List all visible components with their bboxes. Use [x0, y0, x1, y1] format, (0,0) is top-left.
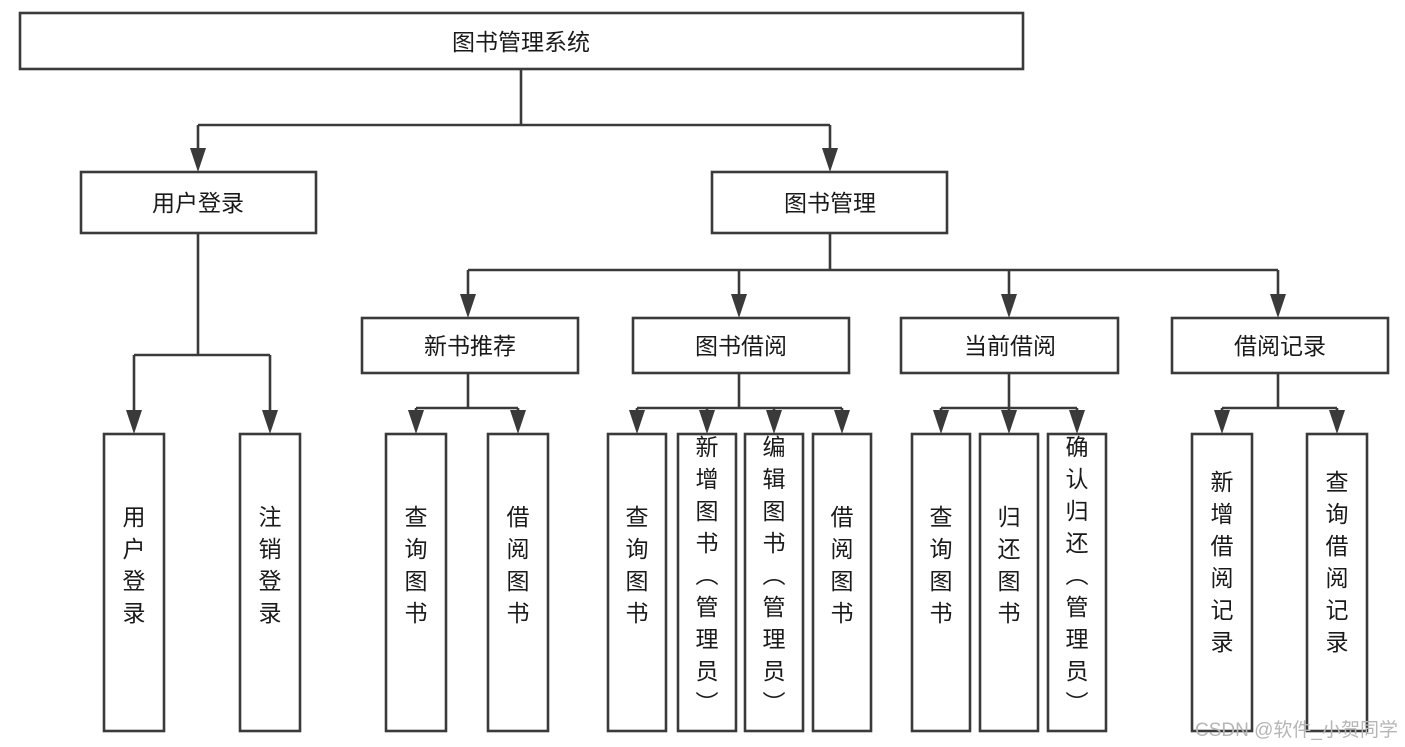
arrow-head-leaf-return-book: [1001, 410, 1017, 434]
arrow-head-book-manage: [822, 148, 838, 172]
node-book-manage[interactable]: 图书管理: [710, 170, 949, 235]
arrow-head-leaf-add-book: [699, 410, 715, 434]
leaf-node-query-book-1[interactable]: 查询图书: [384, 432, 448, 733]
leaf-user-login-label: 用户登录: [123, 504, 146, 626]
leaf-add-book-box[interactable]: [676, 432, 738, 733]
leaf-return-book-box[interactable]: [978, 432, 1040, 733]
leaf-query-book-2-label: 查询图书: [626, 504, 649, 626]
leaf-add-record-label: 新增借阅记录: [1211, 469, 1234, 655]
node-current-borrow-label: 当前借阅: [964, 333, 1056, 359]
node-current-borrow[interactable]: 当前借阅: [899, 316, 1120, 375]
node-new-book-recommend-box[interactable]: [360, 316, 580, 375]
watermark-label: CSDN @软件_小贺同学: [1195, 719, 1398, 741]
node-user-login[interactable]: 用户登录: [79, 170, 318, 235]
node-borrow-record-box[interactable]: [1170, 316, 1390, 375]
node-user-login-box[interactable]: [79, 170, 318, 235]
node-book-borrow-label: 图书借阅: [695, 333, 787, 359]
leaf-add-book-label: 新增图书︵管理员︶: [696, 434, 719, 716]
arrow-head-user-login: [190, 148, 206, 172]
leaf-borrow-book-1-label: 借阅图书: [507, 504, 530, 626]
node-root-box[interactable]: [18, 11, 1025, 71]
node-new-book-recommend-label: 新书推荐: [424, 333, 516, 359]
leaf-node-add-book[interactable]: 新增图书︵管理员︶: [676, 432, 738, 733]
connector-group-book-borrow: [629, 373, 850, 434]
node-current-borrow-box[interactable]: [899, 316, 1120, 375]
leaf-query-record-box[interactable]: [1305, 432, 1369, 733]
arrow-head-current-borrow: [1001, 294, 1017, 318]
arrow-head-new-book-recommend: [460, 294, 476, 318]
leaf-node-query-book-3[interactable]: 查询图书: [910, 432, 972, 733]
leaf-query-book-3-box[interactable]: [910, 432, 972, 733]
leaf-node-query-book-2[interactable]: 查询图书: [606, 432, 668, 733]
arrow-head-leaf-borrow-book-2: [834, 410, 850, 434]
arrow-head-leaf-user-login: [126, 410, 142, 434]
leaf-edit-book-label: 编辑图书︵管理员︶: [763, 434, 786, 716]
leaf-node-user-login[interactable]: 用户登录: [102, 432, 166, 733]
arrow-head-leaf-query-book-1: [408, 410, 424, 434]
leaf-confirm-return-box[interactable]: [1046, 432, 1108, 733]
node-borrow-record-label: 借阅记录: [1234, 333, 1326, 359]
leaf-borrow-book-2-box[interactable]: [811, 432, 873, 733]
node-root-label: 图书管理系统: [452, 29, 590, 55]
node-borrow-record[interactable]: 借阅记录: [1170, 316, 1390, 375]
arrow-head-leaf-confirm-return: [1069, 410, 1085, 434]
connector-group-book-manage: [460, 233, 1286, 318]
leaf-borrow-book-1-box[interactable]: [486, 432, 550, 733]
connector-group-current-borrow: [933, 373, 1085, 434]
connector-group-new-book-recommend: [408, 373, 526, 434]
connector-group-borrow-record: [1214, 373, 1345, 434]
leaf-query-record-label: 查询借阅记录: [1326, 469, 1349, 655]
node-book-borrow[interactable]: 图书借阅: [631, 316, 851, 375]
leaf-node-add-record[interactable]: 新增借阅记录: [1190, 432, 1254, 733]
connector-group-user-login: [126, 233, 278, 434]
arrow-head-leaf-add-record: [1214, 410, 1230, 434]
leaf-query-book-1-box[interactable]: [384, 432, 448, 733]
arrow-head-leaf-query-record: [1329, 410, 1345, 434]
node-book-manage-box[interactable]: [710, 170, 949, 235]
leaf-confirm-return-label: 确认归还︵管理员︶: [1066, 434, 1089, 716]
connector-group-root: [190, 69, 838, 172]
leaf-query-book-1-label: 查询图书: [405, 504, 428, 626]
leaf-node-logout-login[interactable]: 注销登录: [238, 432, 302, 733]
node-book-borrow-box[interactable]: [631, 316, 851, 375]
leaf-node-return-book[interactable]: 归还图书: [978, 432, 1040, 733]
leaf-node-query-record[interactable]: 查询借阅记录: [1305, 432, 1369, 733]
arrow-head-borrow-record: [1270, 294, 1286, 318]
arrow-head-leaf-logout-login: [262, 410, 278, 434]
leaf-edit-book-box[interactable]: [743, 432, 805, 733]
leaf-add-record-box[interactable]: [1190, 432, 1254, 733]
leaf-query-book-3-label: 查询图书: [930, 504, 953, 626]
leaf-node-confirm-return[interactable]: 确认归还︵管理员︶: [1046, 432, 1108, 733]
leaf-logout-login-label: 注销登录: [259, 504, 282, 626]
leaf-borrow-book-2-label: 借阅图书: [831, 504, 854, 626]
arrow-head-leaf-edit-book: [766, 410, 782, 434]
leaf-node-borrow-book-1[interactable]: 借阅图书: [486, 432, 550, 733]
leaf-return-book-label: 归还图书: [998, 504, 1021, 626]
leaf-query-book-2-box[interactable]: [606, 432, 668, 733]
leaf-node-borrow-book-2[interactable]: 借阅图书: [811, 432, 873, 733]
leaf-user-login-box[interactable]: [102, 432, 166, 733]
arrow-head-leaf-query-book-3: [933, 410, 949, 434]
leaf-node-edit-book[interactable]: 编辑图书︵管理员︶: [743, 432, 805, 733]
arrow-head-leaf-borrow-book-1: [510, 410, 526, 434]
node-book-manage-label: 图书管理: [784, 190, 876, 216]
arrow-head-book-borrow: [731, 294, 747, 318]
node-user-login-label: 用户登录: [152, 190, 244, 216]
arrow-head-leaf-query-book-2: [629, 410, 645, 434]
node-new-book-recommend[interactable]: 新书推荐: [360, 316, 580, 375]
leaf-logout-login-box[interactable]: [238, 432, 302, 733]
node-root[interactable]: 图书管理系统: [18, 11, 1025, 71]
